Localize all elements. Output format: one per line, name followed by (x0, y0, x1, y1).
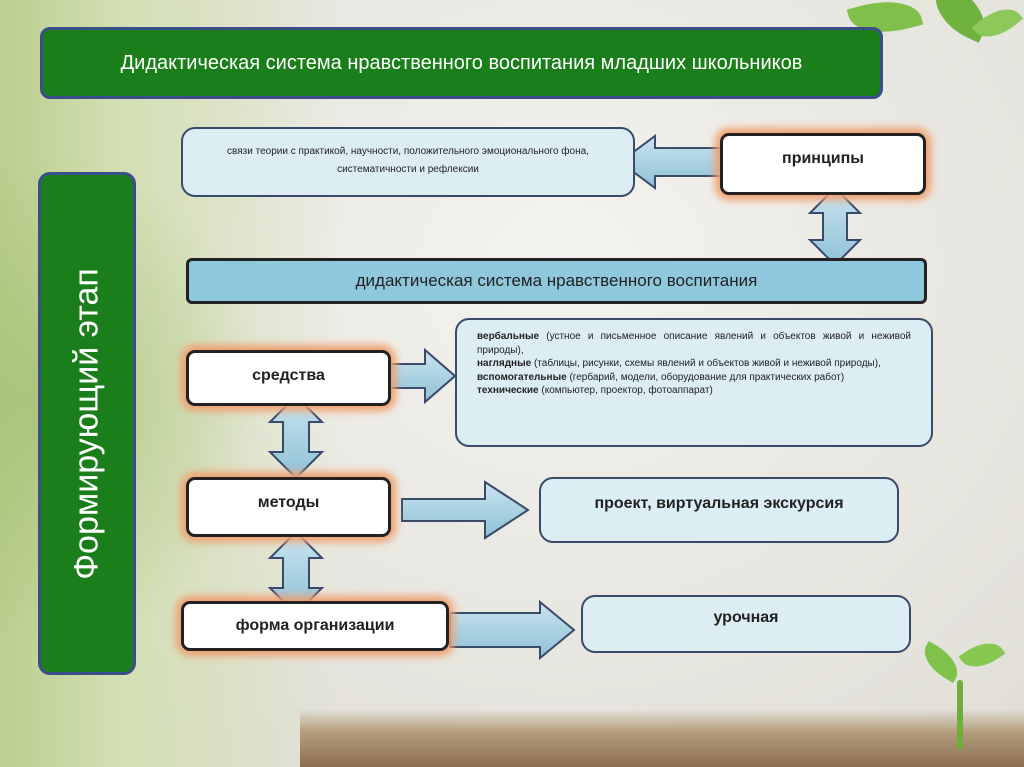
means-label: средства (252, 367, 325, 384)
principles-label: принципы (782, 150, 864, 167)
principles-description: связи теории с практикой, научности, пол… (227, 146, 589, 175)
principles-description-box: связи теории с практикой, научности, пол… (181, 127, 635, 197)
organization-label: форма организации (235, 617, 395, 634)
methods-label: методы (257, 494, 320, 511)
system-bar: дидактическая система нравственного восп… (186, 258, 927, 304)
methods-result: проект, виртуальная экскурсия (594, 495, 844, 512)
title-text: Дидактическая система нравственного восп… (120, 51, 803, 74)
background-soil (300, 709, 1024, 767)
means-list-box: вербальные (устное и письменное описание… (455, 318, 933, 447)
organization-result: урочная (713, 609, 779, 626)
organization-result-box: урочная (581, 595, 911, 653)
methods-node: методы (186, 477, 391, 537)
stage-banner: Формирующий этап (38, 172, 136, 675)
principles-node: принципы (720, 133, 926, 195)
means-item: вспомогательные (гербарий, модели, обору… (477, 371, 845, 383)
means-item: наглядные (таблицы, рисунки, схемы явлен… (477, 358, 881, 370)
methods-result-box: проект, виртуальная экскурсия (539, 477, 899, 543)
arrow-principles-to-description (618, 134, 723, 190)
system-label: дидактическая система нравственного восп… (355, 271, 758, 290)
arrow-organization-to-result (449, 599, 576, 661)
means-list: вербальные (устное и письменное описание… (477, 330, 911, 398)
organization-node: форма организации (181, 601, 449, 651)
arrow-means-to-list (379, 347, 457, 405)
means-node: средства (186, 350, 391, 406)
means-item: технические (компьютер, проектор, фотоап… (477, 385, 713, 397)
arrow-methods-to-result (401, 480, 530, 540)
title-banner: Дидактическая система нравственного восп… (40, 27, 883, 99)
arrow-means-methods (267, 394, 325, 480)
means-item: вербальные (устное и письменное описание… (477, 331, 911, 356)
arrow-principles-system (807, 186, 863, 267)
